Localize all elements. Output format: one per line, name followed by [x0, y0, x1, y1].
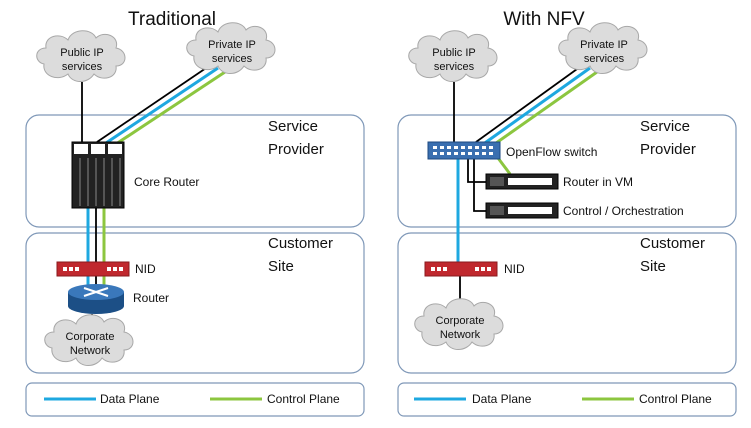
nfv-nid-label: NID [504, 262, 525, 276]
nfv-legend-data-label: Data Plane [472, 392, 532, 406]
nfv-private-link-black [475, 63, 585, 143]
corporate-cloud-label-1: Corporate [66, 331, 115, 343]
nfv-switch-to-vm-control [496, 157, 512, 175]
customer-site-label-1: Customer [268, 235, 333, 252]
nfv-side: With NFV Public IP services Private IP s… [397, 9, 737, 417]
corporate-network-cloud: Corporate Network [44, 314, 134, 366]
service-provider-label-2: Provider [268, 141, 324, 158]
openflow-switch-icon [427, 141, 501, 160]
nfv-switch-to-control-black [473, 158, 486, 212]
nfv-customer-site-label-2: Site [640, 258, 666, 275]
nfv-private-link-control [488, 70, 598, 150]
nid-label: NID [135, 262, 156, 276]
core-router-icon [71, 141, 125, 209]
nfv-legend-control-label: Control Plane [639, 392, 712, 406]
links [81, 63, 226, 330]
nfv-switch-to-vm-black [467, 158, 486, 183]
customer-site-label-2: Site [268, 258, 294, 275]
private-link-control [109, 70, 226, 150]
private-cloud-label-2: services [212, 53, 253, 65]
nfv-corporate-network-cloud: Corporate Network [414, 298, 504, 350]
router-vm-label: Router in VM [563, 175, 633, 189]
nfv-service-provider-label-1: Service [640, 118, 690, 135]
nfv-private-cloud-label-2: services [584, 53, 625, 65]
service-provider-label-1: Service [268, 118, 318, 135]
nfv-public-ip-cloud: Public IP services [408, 30, 498, 82]
router-label: Router [133, 291, 169, 305]
nfv-corporate-cloud-label-1: Corporate [436, 315, 485, 327]
nfv-private-cloud-label-1: Private IP [580, 39, 628, 51]
openflow-switch-label: OpenFlow switch [506, 145, 597, 159]
nfv-corporate-cloud-label-2: Network [440, 329, 481, 341]
nfv-private-ip-cloud: Private IP services [558, 22, 648, 74]
private-cloud-label-1: Private IP [208, 39, 256, 51]
legend-box [25, 382, 365, 417]
control-orchestration-label: Control / Orchestration [563, 204, 684, 218]
core-router-label: Core Router [134, 175, 199, 189]
router-icon [68, 284, 124, 314]
nfv-private-link-data [481, 66, 591, 147]
nid-icon [56, 261, 130, 277]
traditional-title: Traditional [128, 9, 216, 30]
public-cloud-label-2: services [62, 61, 103, 73]
nfv-legend-box [397, 382, 737, 417]
nfv-links [453, 63, 598, 306]
control-server-icon [485, 202, 559, 219]
private-link-data [102, 66, 219, 147]
router-vm-server-icon [485, 173, 559, 190]
corporate-cloud-label-2: Network [70, 345, 111, 357]
nfv-public-cloud-label-2: services [434, 61, 475, 73]
legend-control-label: Control Plane [267, 392, 340, 406]
traditional-side: Traditional Public IP services Private [25, 9, 365, 417]
nfv-customer-site-label-1: Customer [640, 235, 705, 252]
legend-data-label: Data Plane [100, 392, 160, 406]
nfv-title: With NFV [503, 9, 585, 30]
nfv-nid-icon [424, 261, 498, 277]
private-link-black [96, 63, 213, 143]
nfv-service-provider-label-2: Provider [640, 141, 696, 158]
public-ip-cloud: Public IP services [36, 30, 126, 82]
private-ip-cloud: Private IP services [186, 22, 276, 74]
nfv-public-cloud-label-1: Public IP [432, 47, 475, 59]
public-cloud-label-1: Public IP [60, 47, 103, 59]
